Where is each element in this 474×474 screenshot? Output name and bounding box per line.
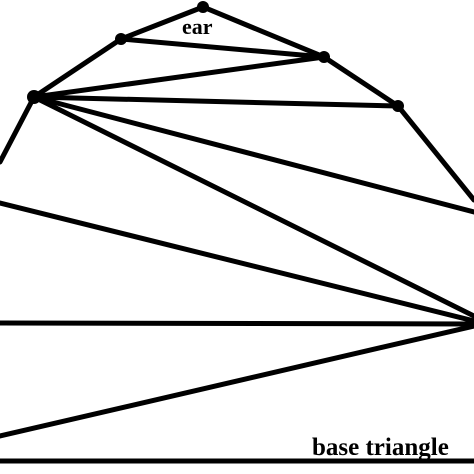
ear-label: ear <box>182 14 213 39</box>
diagonal-left-2 <box>0 320 474 327</box>
vertex-top <box>197 1 209 13</box>
vertex-ear-left <box>115 33 127 45</box>
base-triangle-label: base triangle <box>312 434 449 461</box>
diagonal-34-474-a <box>31 94 474 215</box>
vertex-hub <box>27 90 41 104</box>
ear-diagonal <box>118 36 327 60</box>
vertex-right-upper <box>392 100 404 112</box>
diagonal-34-398 <box>31 94 401 109</box>
diagonal-34-474-b <box>31 94 474 319</box>
diagonal-left-1 <box>0 200 474 324</box>
diagonal-34-324 <box>31 54 327 100</box>
vertex-ear-right <box>318 51 330 63</box>
base-triangle-edge <box>0 323 474 439</box>
